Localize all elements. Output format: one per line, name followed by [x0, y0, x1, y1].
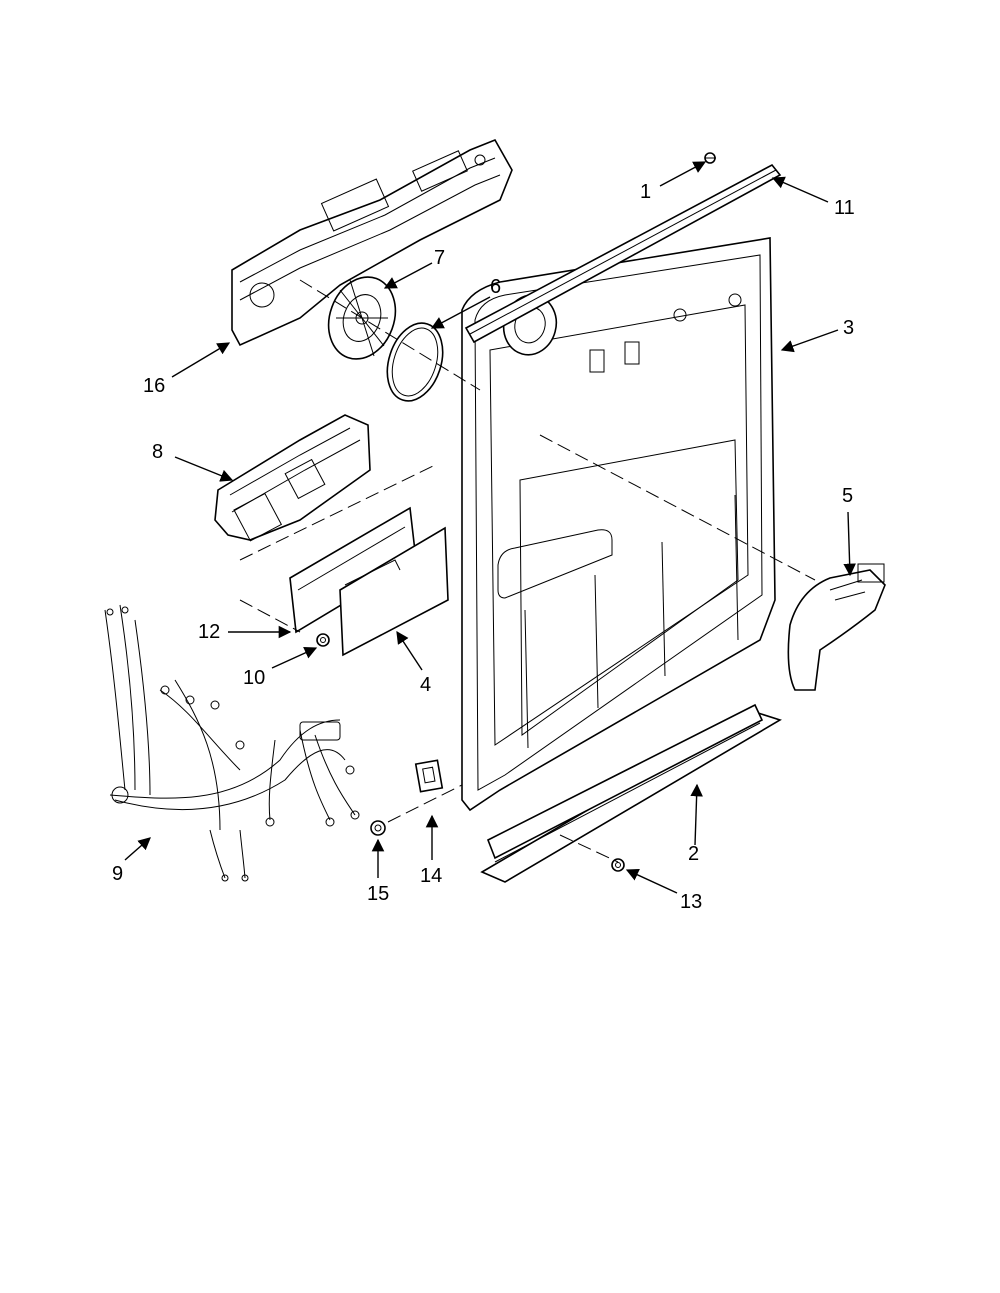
part-4-board-cover [339, 526, 449, 657]
callout-3: 3 [843, 317, 855, 339]
callout-14: 14 [420, 865, 443, 887]
callout-9: 9 [112, 863, 124, 885]
part-2-bottom-trim [480, 703, 782, 883]
callout-12: 12 [198, 621, 221, 643]
part-11-top-trim [464, 163, 782, 344]
part-15-screw [370, 820, 386, 836]
callout-16: 16 [143, 375, 166, 397]
part-6-ring-gasket [386, 322, 444, 402]
leader-lines [124, 161, 856, 894]
part-5-vent-duct [787, 563, 886, 691]
callout-8: 8 [152, 441, 164, 463]
part-13-screw [611, 858, 625, 872]
part-9-wire-harness [104, 604, 360, 882]
part-3-inner-door [461, 237, 776, 812]
callout-1: 1 [640, 181, 652, 203]
part-14-clip [414, 759, 444, 793]
callout-6: 6 [490, 276, 502, 298]
callout-7: 7 [434, 247, 446, 269]
callout-10: 10 [243, 667, 266, 689]
alignment-lines [239, 279, 816, 863]
part-1-screw [704, 152, 716, 164]
callout-4: 4 [420, 674, 432, 696]
part-8-vent-assembly [214, 414, 371, 542]
part-16-control-housing [231, 138, 513, 347]
callout-13: 13 [680, 891, 703, 913]
callout-15: 15 [367, 883, 390, 905]
callout-11: 11 [834, 197, 855, 219]
callout-2: 2 [688, 843, 700, 865]
part-10-screw [316, 633, 330, 647]
callout-5: 5 [842, 485, 854, 507]
